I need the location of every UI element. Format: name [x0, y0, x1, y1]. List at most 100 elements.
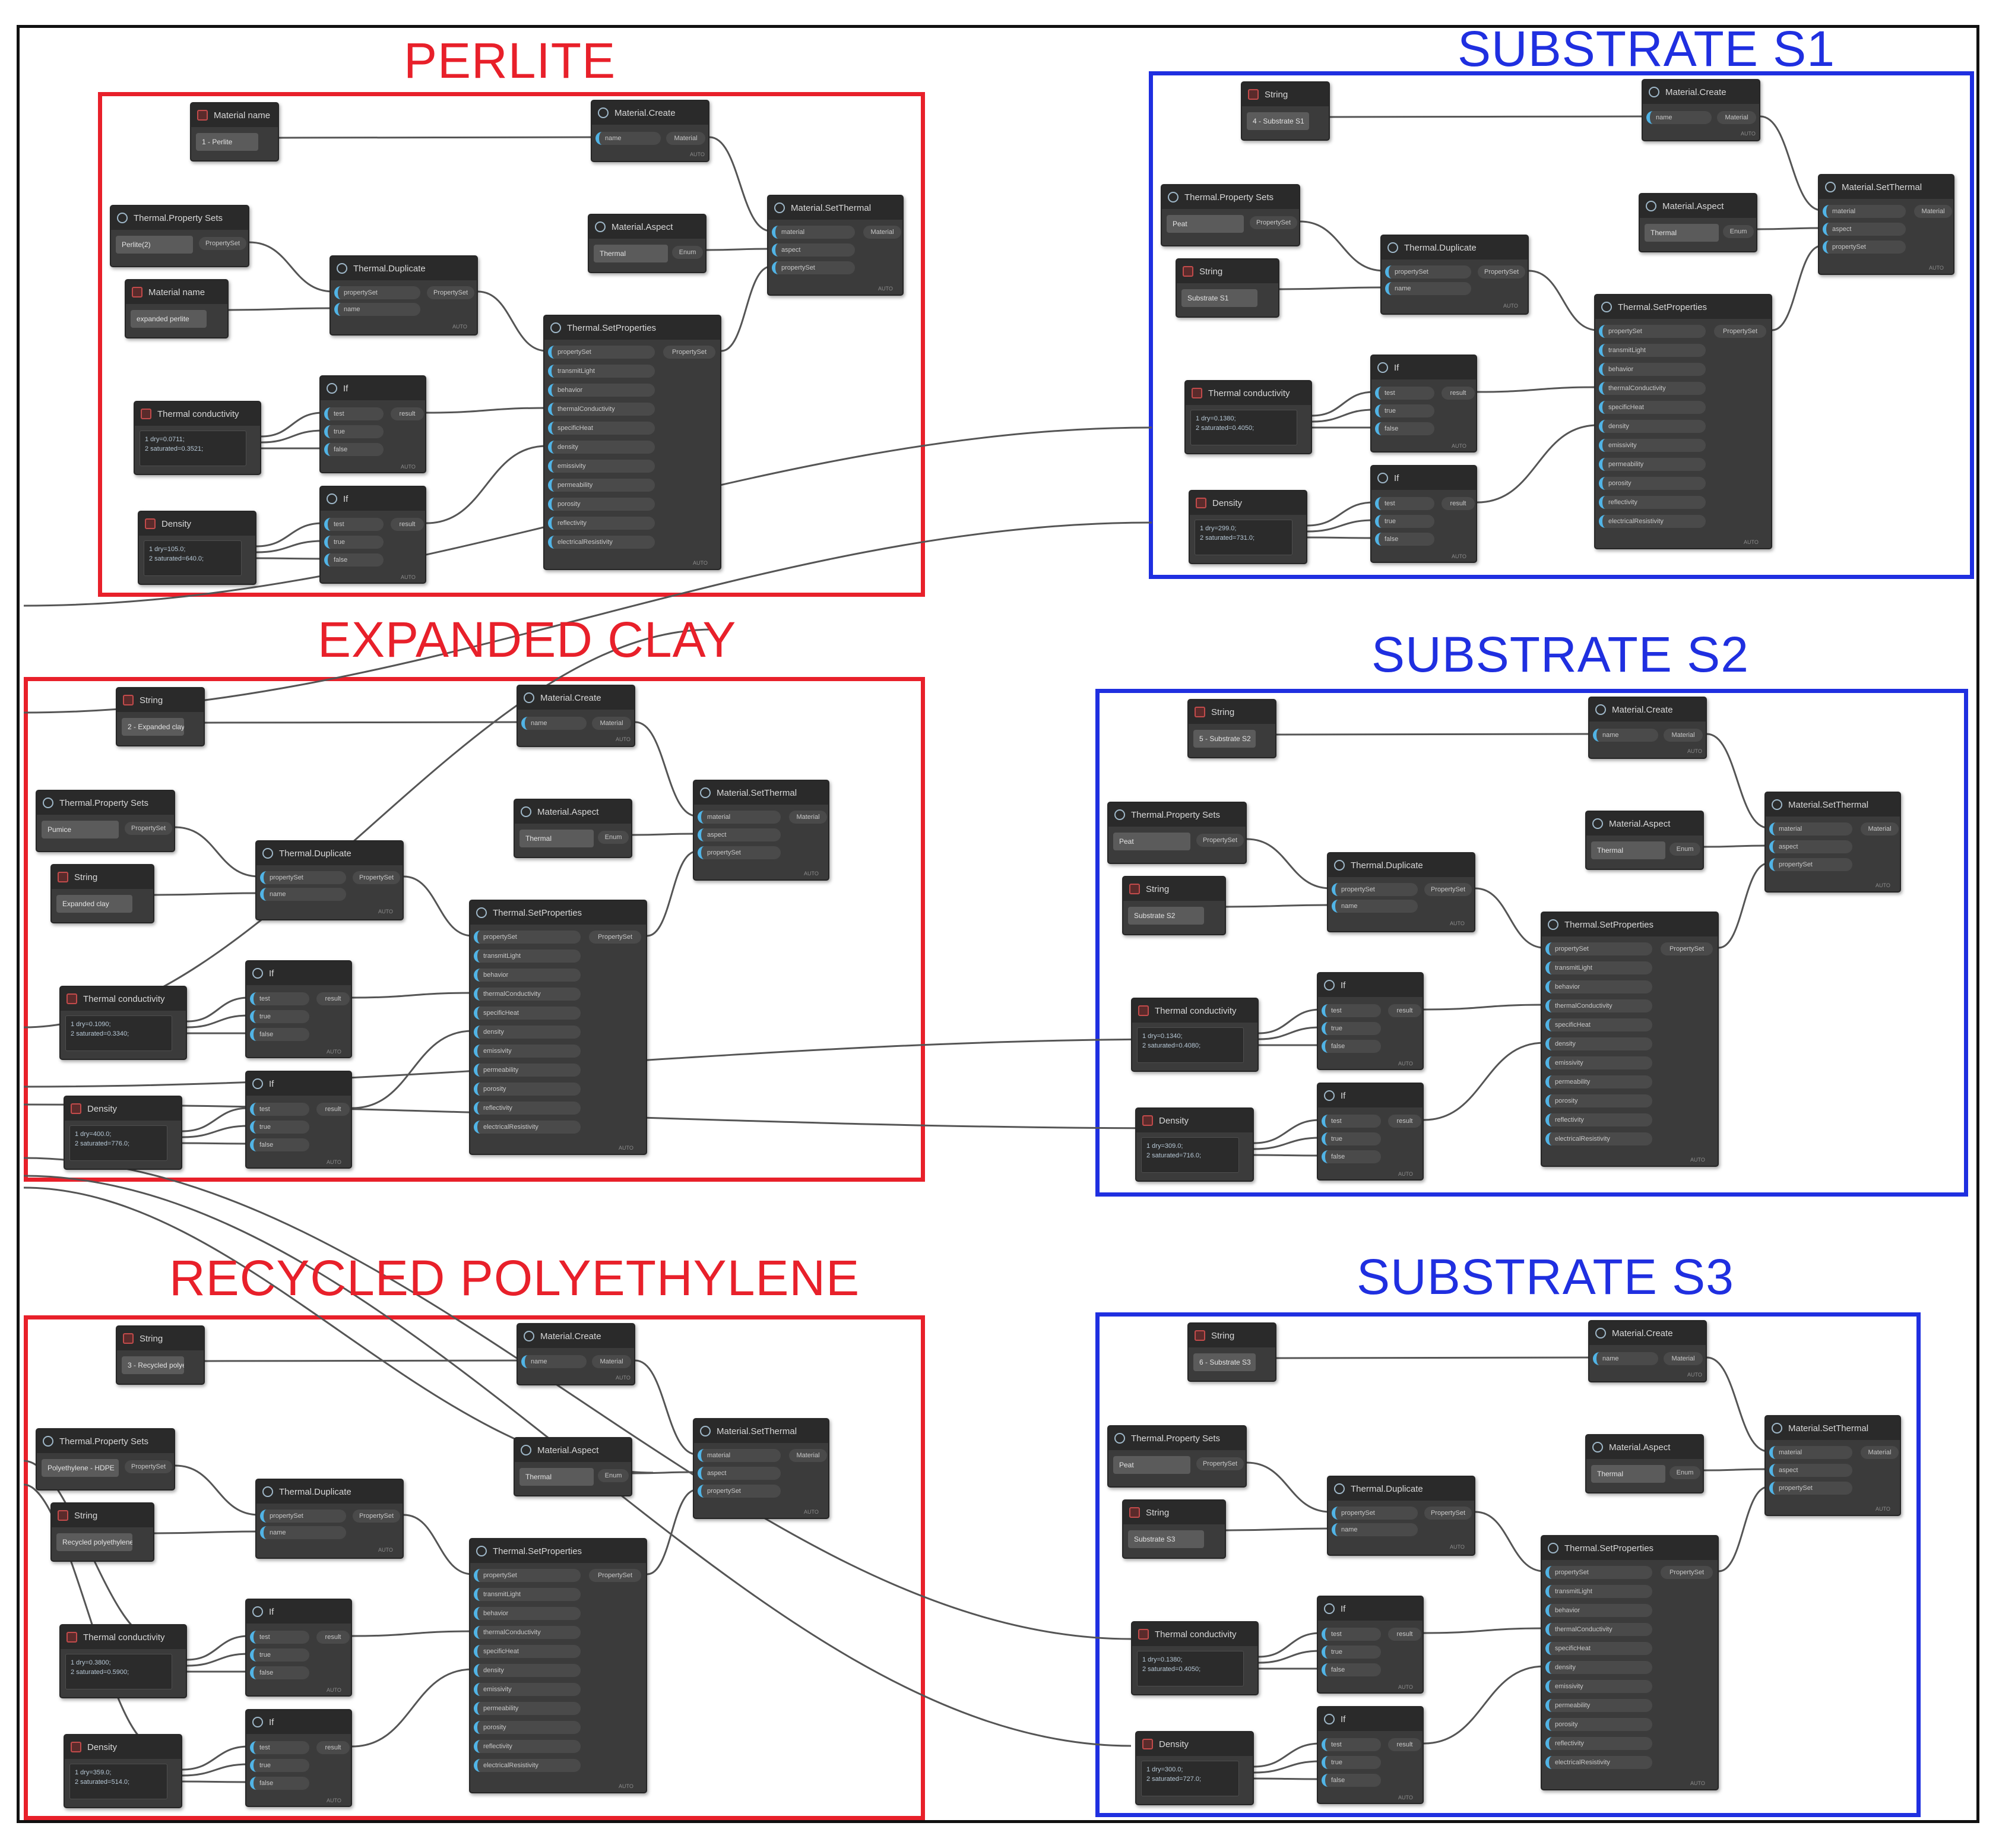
output-port[interactable]: PropertySet	[427, 286, 474, 299]
input-port[interactable]: propertySet	[1545, 942, 1652, 955]
node-header[interactable]: Thermal.SetProperties	[1595, 295, 1771, 319]
input-port[interactable]: specificHeat	[1545, 1018, 1652, 1031]
code-block-formula[interactable]: 1 dry=0.1340;2 saturated=0.4080;	[1137, 1027, 1244, 1063]
input-port[interactable]: porosity	[474, 1721, 581, 1734]
input-port[interactable]: true	[250, 1010, 309, 1023]
property-set-dropdown[interactable]: Perlite(2)	[116, 236, 193, 254]
input-port[interactable]: thermalConductivity	[474, 988, 581, 1001]
aspect-dropdown[interactable]: Thermal	[594, 245, 668, 262]
input-port[interactable]: propertySet	[1332, 883, 1418, 896]
input-port[interactable]: propertySet	[1599, 325, 1706, 338]
input-port[interactable]: behavior	[474, 1607, 581, 1620]
input-port[interactable]: propertySet	[1385, 265, 1471, 279]
node-header[interactable]: Thermal.Duplicate	[331, 257, 477, 280]
node-header[interactable]: If	[1371, 356, 1476, 379]
input-port[interactable]: porosity	[1545, 1094, 1652, 1107]
output-port[interactable]: result	[316, 1103, 350, 1116]
property-set-dropdown[interactable]: Peat	[1167, 215, 1244, 233]
node-header[interactable]: If	[246, 1600, 351, 1624]
input-port[interactable]: true	[1375, 515, 1434, 528]
input-port[interactable]: propertySet	[260, 1510, 346, 1523]
node-header[interactable]: Thermal.Duplicate	[1382, 236, 1528, 260]
node-header[interactable]: String	[1189, 1324, 1275, 1347]
code-block-formula[interactable]: 1 dry=309.0;2 saturated=716.0;	[1141, 1137, 1239, 1173]
input-port[interactable]: false	[250, 1777, 309, 1790]
output-port[interactable]: PropertySet	[353, 1510, 400, 1523]
input-port[interactable]: specificHeat	[474, 1007, 581, 1020]
input-port[interactable]: porosity	[1545, 1718, 1652, 1731]
input-port[interactable]: emissivity	[474, 1683, 581, 1696]
input-port[interactable]: electricalResistivity	[474, 1759, 581, 1772]
input-port[interactable]: true	[250, 1121, 309, 1134]
input-port[interactable]: name	[1332, 1523, 1418, 1536]
input-port[interactable]: reflectivity	[548, 517, 655, 530]
input-port[interactable]: density	[1545, 1661, 1652, 1674]
input-port[interactable]: false	[250, 1138, 309, 1151]
input-port[interactable]: false	[1322, 1150, 1381, 1163]
input-port[interactable]: transmitLight	[548, 365, 655, 378]
output-port[interactable]: Material	[789, 811, 827, 824]
input-port[interactable]: specificHeat	[548, 422, 655, 435]
input-port[interactable]: true	[1322, 1022, 1381, 1035]
node-header[interactable]: Material name	[191, 103, 278, 127]
input-port[interactable]: test	[250, 1741, 309, 1754]
output-port[interactable]: PropertySet	[1478, 265, 1525, 279]
input-port[interactable]: true	[250, 1648, 309, 1662]
input-port[interactable]: true	[324, 425, 384, 438]
output-port[interactable]: Material	[1664, 1352, 1703, 1365]
node-header[interactable]: Material.SetThermal	[694, 781, 828, 805]
input-port[interactable]: true	[1322, 1756, 1381, 1769]
output-port[interactable]: Material	[863, 226, 901, 239]
input-port[interactable]: aspect	[1823, 223, 1906, 236]
node-header[interactable]: Material.Aspect	[515, 800, 631, 824]
input-port[interactable]: specificHeat	[1545, 1642, 1652, 1655]
input-port[interactable]: emissivity	[1599, 439, 1706, 452]
material-name-value-2[interactable]: expanded perlite	[131, 310, 207, 328]
input-port[interactable]: propertySet	[548, 346, 655, 359]
output-port[interactable]: PropertySet	[1196, 1457, 1244, 1470]
input-port[interactable]: aspect	[1769, 1464, 1852, 1477]
node-header[interactable]: Thermal conductivity	[61, 1625, 186, 1649]
input-port[interactable]: propertySet	[474, 931, 581, 944]
node-header[interactable]: Material.Aspect	[589, 215, 705, 239]
node-header[interactable]: Thermal conductivity	[1186, 381, 1311, 405]
node-header[interactable]: Material.Aspect	[1586, 812, 1703, 836]
input-port[interactable]: thermalConductivity	[548, 403, 655, 416]
input-port[interactable]: porosity	[1599, 477, 1706, 490]
input-port[interactable]: specificHeat	[474, 1645, 581, 1658]
material-name-value[interactable]: 5 - Substrate S2	[1193, 730, 1256, 748]
input-port[interactable]: name	[595, 132, 661, 145]
output-port[interactable]: PropertySet	[199, 237, 246, 250]
node-header[interactable]: Thermal.Property Sets	[1162, 185, 1299, 209]
input-port[interactable]: test	[1322, 1115, 1381, 1128]
input-port[interactable]: material	[772, 226, 855, 239]
input-port[interactable]: electricalResistivity	[1545, 1756, 1652, 1769]
input-port[interactable]: electricalResistivity	[548, 536, 655, 549]
input-port[interactable]: false	[1322, 1663, 1381, 1676]
node-header[interactable]: String	[52, 1504, 153, 1527]
input-port[interactable]: name	[1593, 1352, 1658, 1365]
input-port[interactable]: thermalConductivity	[474, 1626, 581, 1639]
output-port[interactable]: result	[391, 518, 424, 531]
node-header[interactable]: Density	[139, 512, 255, 536]
